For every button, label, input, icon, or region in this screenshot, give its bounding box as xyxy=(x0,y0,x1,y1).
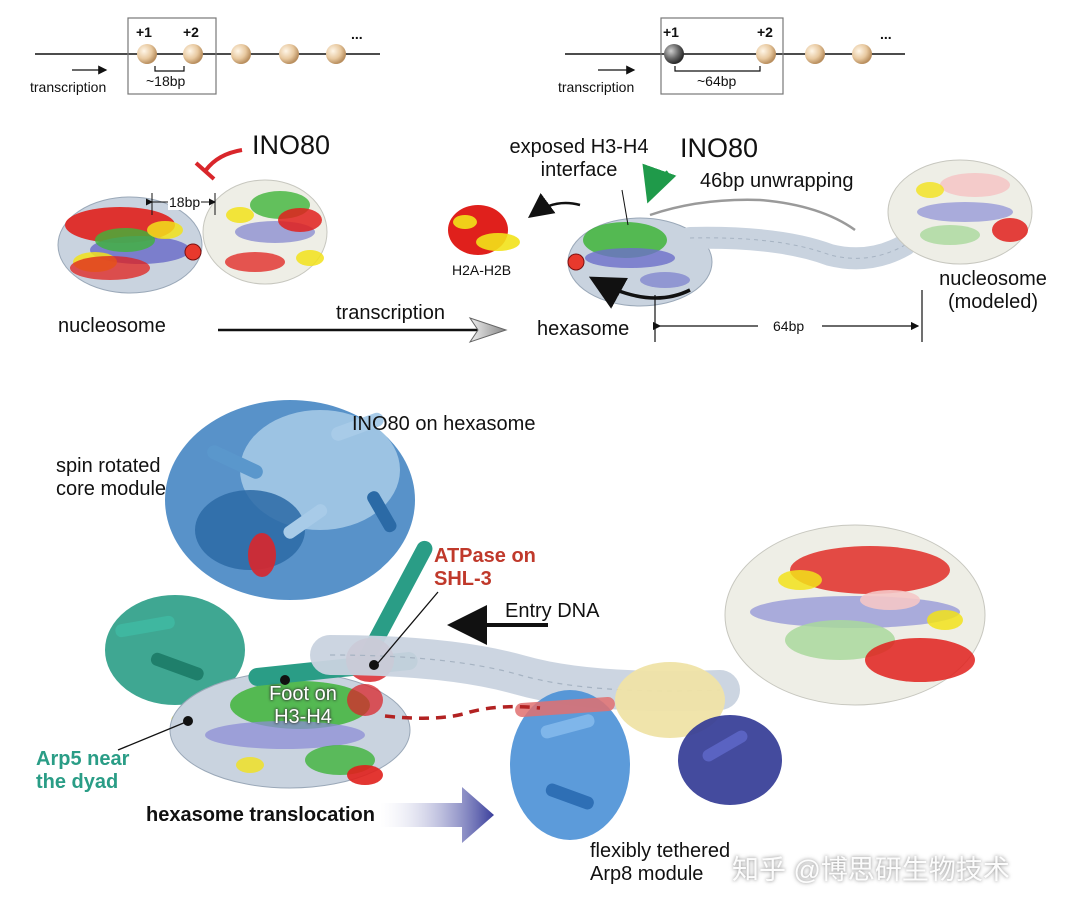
arp5-marker xyxy=(183,716,193,726)
unwrapped-dna xyxy=(690,238,905,259)
foot-label: Foot on H3-H4 xyxy=(248,683,358,729)
modeled-nucleosome-structure xyxy=(888,160,1032,264)
spacing-label: ~64bp xyxy=(697,73,736,89)
hexasome-label: hexasome xyxy=(537,318,629,341)
transcription-label: transcription xyxy=(336,302,445,325)
arp8-label: flexibly tethered Arp8 module xyxy=(590,840,730,886)
arp5-label: Arp5 near the dyad xyxy=(36,748,129,794)
atpase-marker xyxy=(369,660,379,670)
ellipsis: ... xyxy=(351,26,363,42)
nucleosome-bead xyxy=(183,44,203,64)
translocation-label: hexasome translocation xyxy=(146,804,375,827)
transcription-label: transcription xyxy=(558,79,634,95)
nucleosome-bead xyxy=(326,44,346,64)
nucleosome-bead xyxy=(137,44,157,64)
nucleosome-bead xyxy=(805,44,825,64)
position-plus2: +2 xyxy=(183,24,199,40)
nucleosome-label: nucleosome xyxy=(58,315,166,338)
spacing-label: ~18bp xyxy=(146,73,185,89)
modeled-nucleosome-label: nucleosome (modeled) xyxy=(928,268,1058,314)
spacing-label-18bp: 18bp xyxy=(168,194,201,210)
spacing-bracket xyxy=(155,66,184,71)
position-plus1: +1 xyxy=(136,24,152,40)
ellipsis: ... xyxy=(880,26,892,42)
distal-nucleosome xyxy=(725,525,985,705)
translocation-arrow xyxy=(380,787,494,843)
ino80-label-inhibited: INO80 xyxy=(252,130,330,161)
nucleosome-bead xyxy=(852,44,872,64)
inhibition-arc xyxy=(206,150,242,170)
panel-title: INO80 on hexasome xyxy=(352,413,535,436)
position-plus1: +1 xyxy=(663,24,679,40)
hexasome-bead xyxy=(664,44,684,64)
position-plus2: +2 xyxy=(757,24,773,40)
nucleosome-bead xyxy=(231,44,251,64)
nucleosome-bead xyxy=(279,44,299,64)
atpase-label: ATPase on SHL-3 xyxy=(434,545,536,591)
unwrapping-label: 46bp unwrapping xyxy=(700,170,853,193)
nucleosome-bead xyxy=(756,44,776,64)
h2a-h2b-label: H2A-H2B xyxy=(452,262,511,278)
ino80-label-active: INO80 xyxy=(680,133,758,164)
core-module-label: spin rotated core module xyxy=(56,455,166,501)
exposed-interface-label: exposed H3-H4 interface xyxy=(494,136,664,182)
dimer-eviction-arrow xyxy=(532,203,580,215)
h2a-h2b-dimer xyxy=(448,205,520,255)
spacing-label-64bp: 64bp xyxy=(773,318,804,334)
watermark: 知乎 @博思研生物技术 xyxy=(732,855,1010,886)
transcription-label: transcription xyxy=(30,79,106,95)
spacing-bracket xyxy=(675,66,760,71)
entry-dna-label: Entry DNA xyxy=(505,600,599,623)
